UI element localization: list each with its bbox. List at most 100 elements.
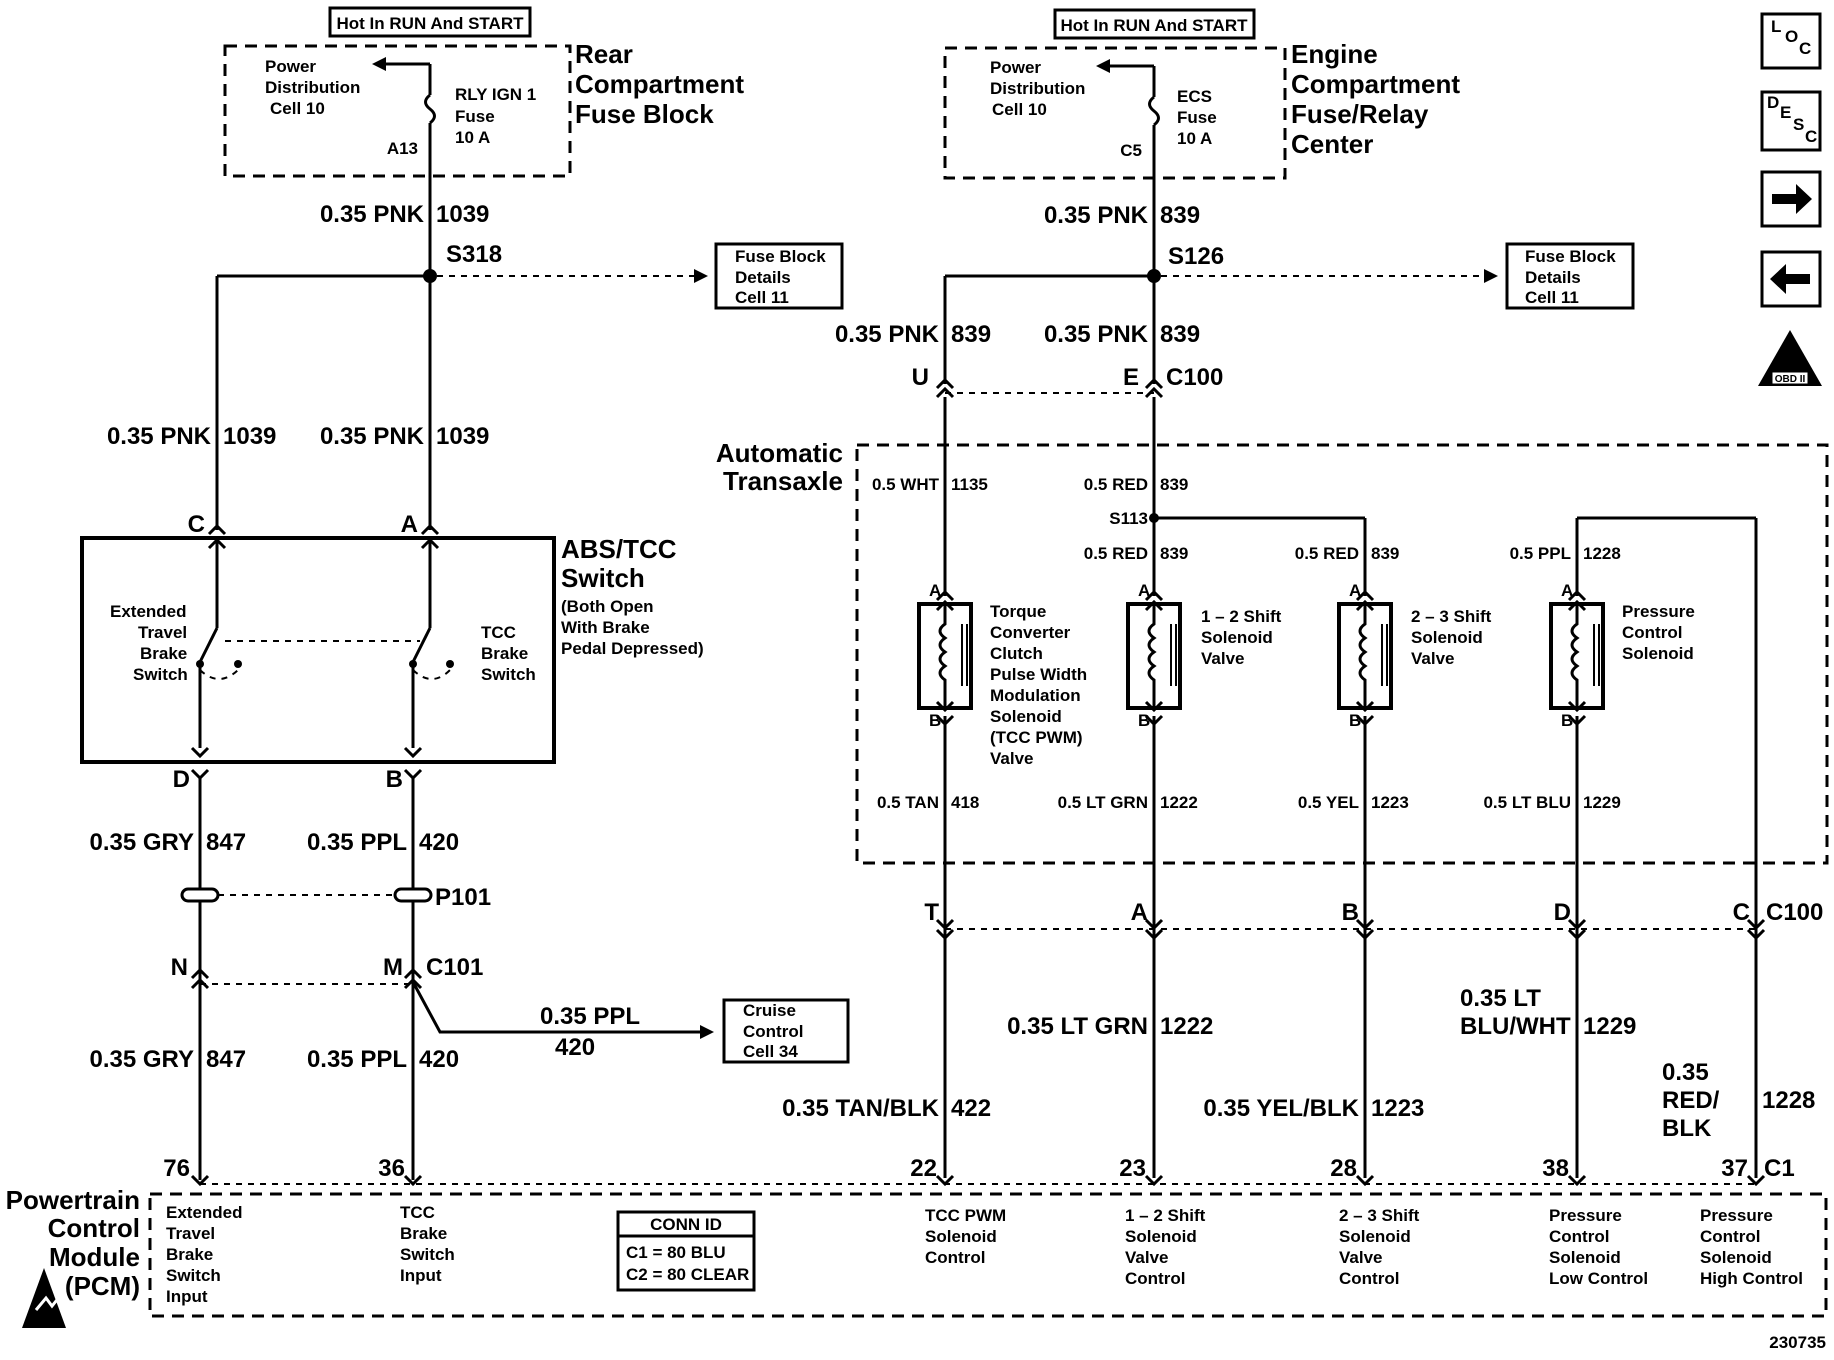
pcm-in1-4: Switch	[166, 1266, 221, 1285]
left-fuse-rating: 10 A	[455, 128, 490, 147]
desc-icon[interactable]: D E S C	[1760, 90, 1822, 152]
esd-warning-icon	[22, 1268, 66, 1328]
svg-text:S: S	[1793, 115, 1804, 134]
pcm-out4-3: Solenoid	[1549, 1248, 1621, 1267]
pin-n: N	[171, 954, 188, 981]
s23-label-1: 2 – 3 Shift	[1411, 607, 1492, 626]
right-fuse-rating: 10 A	[1177, 129, 1212, 148]
right-pdc-line3: Cell 10	[992, 100, 1047, 119]
left-hot-label: Hot In RUN And START	[337, 14, 525, 33]
right-circuit: Hot In RUN And START Power Distribution …	[716, 8, 1829, 1187]
wire-ltgrn-color: 0.5 LT GRN	[1058, 793, 1148, 812]
ext-switch-blade	[198, 627, 219, 663]
pin-28: 28	[1330, 1155, 1357, 1182]
splice-s126: S126	[1168, 243, 1224, 270]
pcm-out4-1: Pressure	[1549, 1206, 1622, 1225]
wire-red2-color: 0.5 RED	[1084, 544, 1148, 563]
right-fuse-pin: C5	[1120, 141, 1142, 160]
right-pdc-arrow	[1096, 59, 1110, 73]
wire-m-color: 0.35 PPL	[307, 1046, 407, 1073]
wire-1229-color-1: 0.35 LT	[1460, 985, 1541, 1012]
pcm-in1-5: Input	[166, 1287, 208, 1306]
pc-label-2: Control	[1622, 623, 1682, 642]
wire-wht-color: 0.5 WHT	[872, 475, 940, 494]
c100-top-label: C100	[1166, 364, 1223, 391]
wire-ppl-color: 0.5 PPL	[1510, 544, 1571, 563]
wire-d-circuit: 847	[206, 829, 246, 856]
left-ref-line1: Fuse Block	[735, 247, 826, 266]
pcm-in2-2: Brake	[400, 1224, 447, 1243]
wire-m-circuit: 420	[419, 1046, 459, 1073]
cruise-wire-circuit: 420	[555, 1034, 595, 1061]
svg-text:D: D	[1767, 93, 1779, 112]
ext-switch-label-2: Travel	[138, 623, 187, 642]
wire-wht-circuit: 1135	[951, 475, 988, 494]
pcm-out3-2: Solenoid	[1339, 1227, 1411, 1246]
tcc-sol-label-6: Solenoid	[990, 707, 1062, 726]
left-pdc-arrow	[372, 57, 386, 71]
pin-a: A	[401, 511, 418, 538]
pin-b2: B	[1342, 899, 1359, 926]
left-fuse-name: RLY IGN 1	[455, 85, 536, 104]
wire-c-color: 0.35 PNK	[107, 423, 212, 450]
right-block-name-3: Fuse/Relay	[1291, 99, 1429, 129]
pcm-out2-4: Control	[1125, 1269, 1185, 1288]
pcm-in1-2: Travel	[166, 1224, 215, 1243]
right-pdc-line2: Distribution	[990, 79, 1085, 98]
pcm-out5-1: Pressure	[1700, 1206, 1773, 1225]
pcm-out4-4: Low Control	[1549, 1269, 1648, 1288]
wire-422-color: 0.35 TAN/BLK	[782, 1095, 940, 1122]
pcm-out3-3: Valve	[1339, 1248, 1383, 1267]
pin-22: 22	[910, 1155, 937, 1182]
loc-icon[interactable]: L O C	[1760, 12, 1822, 70]
figure-id: 230735	[1769, 1333, 1826, 1352]
right-pdc-line1: Power	[990, 58, 1041, 77]
left-fuse-pin: A13	[387, 139, 418, 158]
s12-pin-a: A	[1138, 581, 1150, 600]
left-main-wire-color: 0.35 PNK	[320, 201, 425, 228]
wire-1228-color-2: RED/	[1662, 1087, 1720, 1114]
wire-1222-color: 0.35 LT GRN	[1007, 1013, 1148, 1040]
obd2-icon[interactable]: OBD II	[1758, 330, 1822, 386]
wire-tan-color: 0.5 TAN	[877, 793, 939, 812]
right-ref-line3: Cell 11	[1525, 288, 1579, 307]
svg-text:E: E	[1780, 103, 1791, 122]
wire-1223-color: 0.35 YEL/BLK	[1203, 1095, 1359, 1122]
engine-fuse-block-outline	[943, 46, 1287, 180]
wire-n-color: 0.35 GRY	[90, 1046, 195, 1073]
wire-e-circuit: 839	[1160, 321, 1200, 348]
left-ref-box[interactable]	[714, 242, 844, 310]
s23-label-3: Valve	[1411, 649, 1455, 668]
pcm-out2-3: Valve	[1125, 1248, 1169, 1267]
tcc-switch-label-3: Switch	[481, 665, 536, 684]
right-ref-box[interactable]	[1505, 242, 1635, 310]
svg-text:C: C	[1799, 39, 1811, 58]
arrow-right-icon[interactable]	[1760, 170, 1822, 228]
conn-id-title: CONN ID	[650, 1215, 722, 1234]
wire-b-color: 0.35 PPL	[307, 829, 407, 856]
wire-1228-circuit: 1228	[1762, 1087, 1815, 1114]
conn-id-c1: C1 = 80 BLU	[626, 1243, 726, 1262]
left-ref-line3: Cell 11	[735, 288, 789, 307]
cruise-ref-box[interactable]	[722, 998, 850, 1064]
c100-bottom-label: C100	[1766, 899, 1823, 926]
pc-label-1: Pressure	[1622, 602, 1695, 621]
switch-note-2: With Brake	[561, 618, 650, 637]
pin-m: M	[383, 954, 403, 981]
transaxle-label-1: Automatic	[716, 438, 843, 468]
pcm-out1-3: Control	[925, 1248, 985, 1267]
cruise-ref-line2: Control	[743, 1022, 803, 1041]
tcc-sol-label-5: Modulation	[990, 686, 1081, 705]
cruise-ref-line1: Cruise	[743, 1001, 796, 1020]
switch-name-2: Switch	[561, 563, 645, 593]
ext-switch-label-1: Extended	[110, 602, 187, 621]
right-fuse-symbol	[1148, 95, 1160, 127]
right-main-wire-color: 0.35 PNK	[1044, 202, 1149, 229]
cruise-ref-line3: Cell 34	[743, 1042, 798, 1061]
arrow-left-icon[interactable]	[1760, 250, 1822, 308]
s12-label-1: 1 – 2 Shift	[1201, 607, 1282, 626]
tcc-sol-label-8: Valve	[990, 749, 1034, 768]
left-block-name-1: Rear	[575, 39, 633, 69]
left-hot-label-box	[328, 6, 532, 38]
left-pdc-line3: Cell 10	[270, 99, 325, 118]
